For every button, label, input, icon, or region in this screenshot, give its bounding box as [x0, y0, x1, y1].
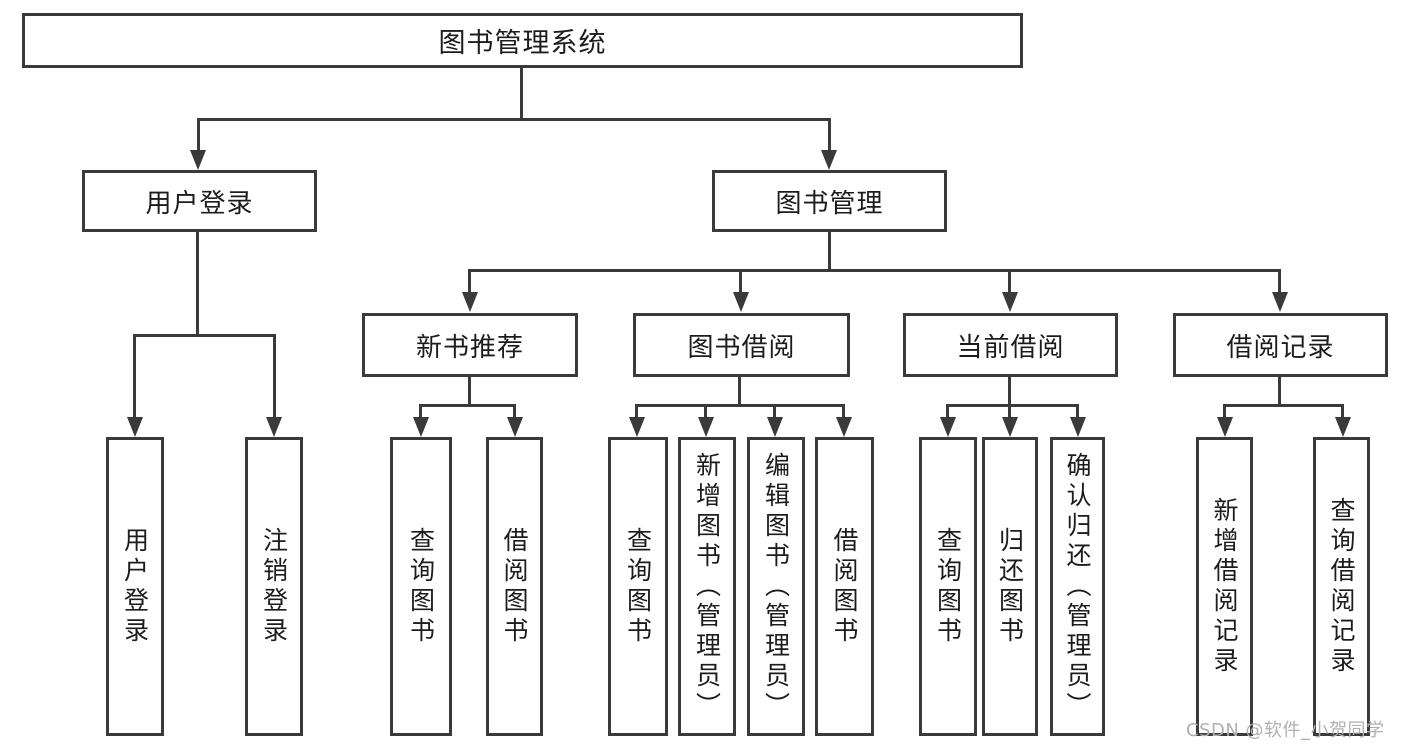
- connector-line-v: [1223, 404, 1226, 419]
- connector-line-v: [704, 404, 707, 419]
- arrow-down-icon: [1002, 292, 1018, 312]
- arrow-down-icon: [1070, 417, 1086, 437]
- arrow-down-icon: [698, 417, 714, 437]
- node-book-management: 图书管理: [712, 170, 947, 232]
- node-borrowing-records: 借阅记录: [1173, 313, 1388, 377]
- node-library-system: 图书管理系统: [22, 13, 1023, 68]
- connector-line-v: [520, 68, 523, 120]
- connector-line-v: [1278, 269, 1281, 294]
- node-current-borrowing: 当前借阅: [903, 313, 1118, 377]
- arrow-down-icon: [190, 150, 206, 170]
- connector-line-v: [842, 404, 845, 419]
- node-user-login: 用户登录: [82, 170, 317, 232]
- arrow-down-icon: [767, 417, 783, 437]
- arrow-down-icon: [266, 417, 282, 437]
- connector-line-v: [196, 232, 199, 336]
- leaf-query-borrow-record: 查询借阅记录: [1313, 437, 1370, 736]
- leaf-edit-book-admin: 编辑图书（管理员）: [747, 437, 805, 736]
- arrow-down-icon: [629, 417, 645, 437]
- leaf-logout: 注销登录: [245, 437, 303, 736]
- arrow-down-icon: [1335, 417, 1351, 437]
- connector-line-v: [739, 269, 742, 294]
- leaf-add-borrow-record: 新增借阅记录: [1196, 437, 1253, 736]
- arrow-down-icon: [1272, 292, 1288, 312]
- arrow-down-icon: [127, 417, 143, 437]
- connector-line-v: [273, 334, 276, 418]
- leaf-add-book-admin: 新增图书（管理员）: [678, 437, 736, 736]
- connector-line-h: [946, 404, 1079, 407]
- connector-line-v: [468, 376, 471, 407]
- leaf-query-books-recommend: 查询图书: [390, 437, 452, 736]
- leaf-query-books-current: 查询图书: [919, 437, 977, 736]
- connector-line-v: [946, 404, 949, 419]
- arrow-down-icon: [413, 417, 429, 437]
- connector-line-v: [635, 404, 638, 419]
- leaf-return-books: 归还图书: [982, 437, 1038, 736]
- arrow-down-icon: [462, 292, 478, 312]
- connector-line-v: [1076, 404, 1079, 419]
- connector-line-v: [197, 118, 200, 152]
- connector-line-v: [738, 376, 741, 407]
- connector-line-v: [828, 232, 831, 272]
- node-book-borrowing: 图书借阅: [633, 313, 850, 377]
- leaf-query-books-borrowing: 查询图书: [608, 437, 668, 736]
- connector-line-h: [635, 404, 845, 407]
- connector-line-v: [828, 118, 831, 152]
- connector-line-v: [1278, 376, 1281, 407]
- connector-line-h: [1223, 404, 1344, 407]
- connector-line-h: [133, 334, 276, 337]
- connector-line-v: [1341, 404, 1344, 419]
- connector-line-h: [419, 404, 516, 407]
- leaf-borrow-books-recommend: 借阅图书: [486, 437, 543, 736]
- arrow-down-icon: [1002, 417, 1018, 437]
- connector-line-v: [419, 404, 422, 419]
- connector-line-v: [133, 334, 136, 418]
- connector-line-v: [1008, 376, 1011, 407]
- arrow-down-icon: [733, 292, 749, 312]
- connector-line-h: [197, 118, 831, 121]
- arrow-down-icon: [821, 150, 837, 170]
- connector-line-v: [468, 269, 471, 294]
- arrow-down-icon: [507, 417, 523, 437]
- connector-line-h: [468, 269, 1281, 272]
- connector-line-v: [513, 404, 516, 419]
- arrow-down-icon: [940, 417, 956, 437]
- leaf-confirm-return-admin: 确认归还（管理员）: [1050, 437, 1105, 736]
- arrow-down-icon: [1217, 417, 1233, 437]
- arrow-down-icon: [836, 417, 852, 437]
- connector-line-v: [1008, 404, 1011, 419]
- leaf-borrow-books-borrowing: 借阅图书: [815, 437, 874, 736]
- csdn-watermark: CSDN @软件_小贺同学: [1186, 720, 1385, 741]
- leaf-user-login: 用户登录: [106, 437, 164, 736]
- connector-line-v: [1008, 269, 1011, 294]
- connector-line-v: [773, 404, 776, 419]
- node-new-book-recommend: 新书推荐: [362, 313, 578, 377]
